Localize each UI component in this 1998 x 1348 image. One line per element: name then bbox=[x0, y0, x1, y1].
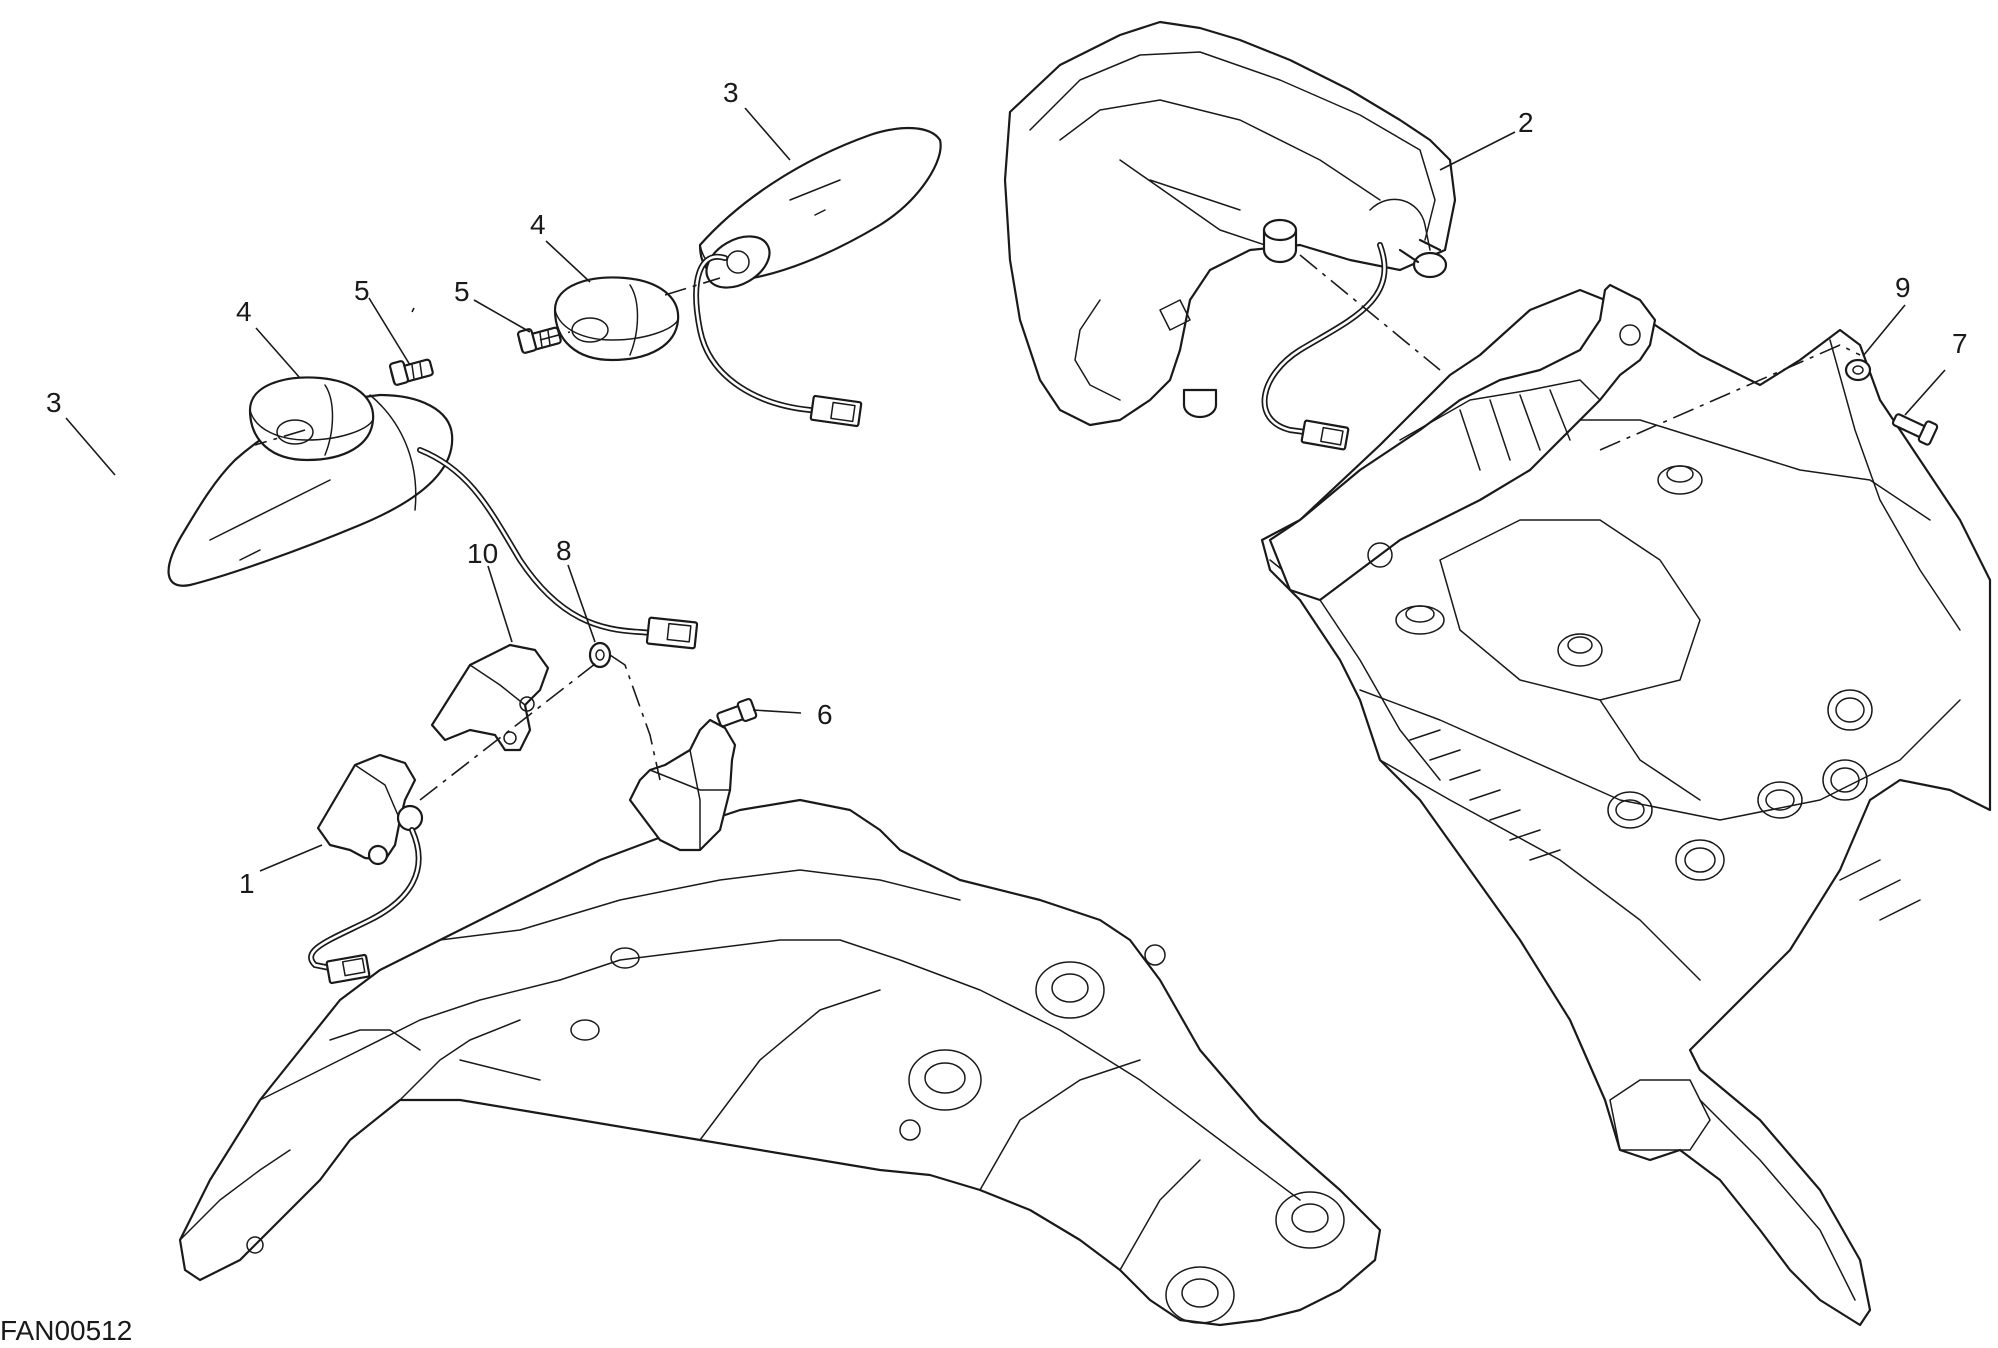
license-plate-bracket bbox=[1268, 283, 1657, 602]
license-plate-light-wire bbox=[308, 827, 422, 985]
figure-code: FAN00512 bbox=[0, 1315, 132, 1346]
axis-license-light bbox=[419, 659, 601, 801]
axis-screw-7 bbox=[1599, 344, 1861, 451]
turn-signal-lower-wire bbox=[417, 447, 699, 650]
axis-upper-signal bbox=[539, 277, 721, 341]
callout-label: 3 bbox=[46, 387, 62, 418]
undertray-bracket bbox=[628, 718, 737, 852]
tail-light-wire bbox=[1261, 242, 1388, 451]
callout-label: 4 bbox=[530, 209, 546, 240]
tail-light-assembly bbox=[1003, 20, 1457, 427]
callout-label: 7 bbox=[1952, 328, 1968, 359]
rubber-grommet-lower bbox=[248, 376, 375, 462]
callout-label: 1 bbox=[239, 868, 255, 899]
callout-group: 1 2 3 3 4 4 5 5 6 7 8 9 10 bbox=[46, 77, 1968, 899]
callout-label: 9 bbox=[1895, 272, 1911, 303]
callout-label: 6 bbox=[817, 699, 833, 730]
screw-lower bbox=[388, 358, 434, 386]
callout-label: 5 bbox=[454, 276, 470, 307]
washer bbox=[588, 641, 612, 669]
axis-tail-light bbox=[1299, 254, 1441, 371]
callout-label: 3 bbox=[723, 77, 739, 108]
rear-subframe bbox=[1260, 288, 1992, 1327]
screw-upper bbox=[516, 326, 562, 354]
turn-signal-lower bbox=[167, 393, 454, 587]
callout-label: 10 bbox=[467, 538, 498, 569]
license-plate-light bbox=[316, 753, 424, 866]
turn-signal-upper bbox=[698, 126, 942, 289]
callout-label: 4 bbox=[236, 296, 252, 327]
callout-label: 2 bbox=[1518, 107, 1534, 138]
screw-7 bbox=[1891, 413, 1939, 446]
screw-bracket bbox=[716, 697, 758, 728]
callout-label: 5 bbox=[354, 275, 370, 306]
axis-lower-signal bbox=[254, 429, 306, 446]
callout-label: 8 bbox=[556, 535, 572, 566]
axis-washer-screw bbox=[609, 654, 661, 781]
bracket-cover bbox=[430, 643, 550, 752]
rubber-grommet-upper bbox=[553, 276, 680, 362]
washer-9 bbox=[1844, 358, 1872, 382]
rear-undertray bbox=[178, 798, 1382, 1327]
turn-signal-upper-wire bbox=[693, 253, 863, 428]
